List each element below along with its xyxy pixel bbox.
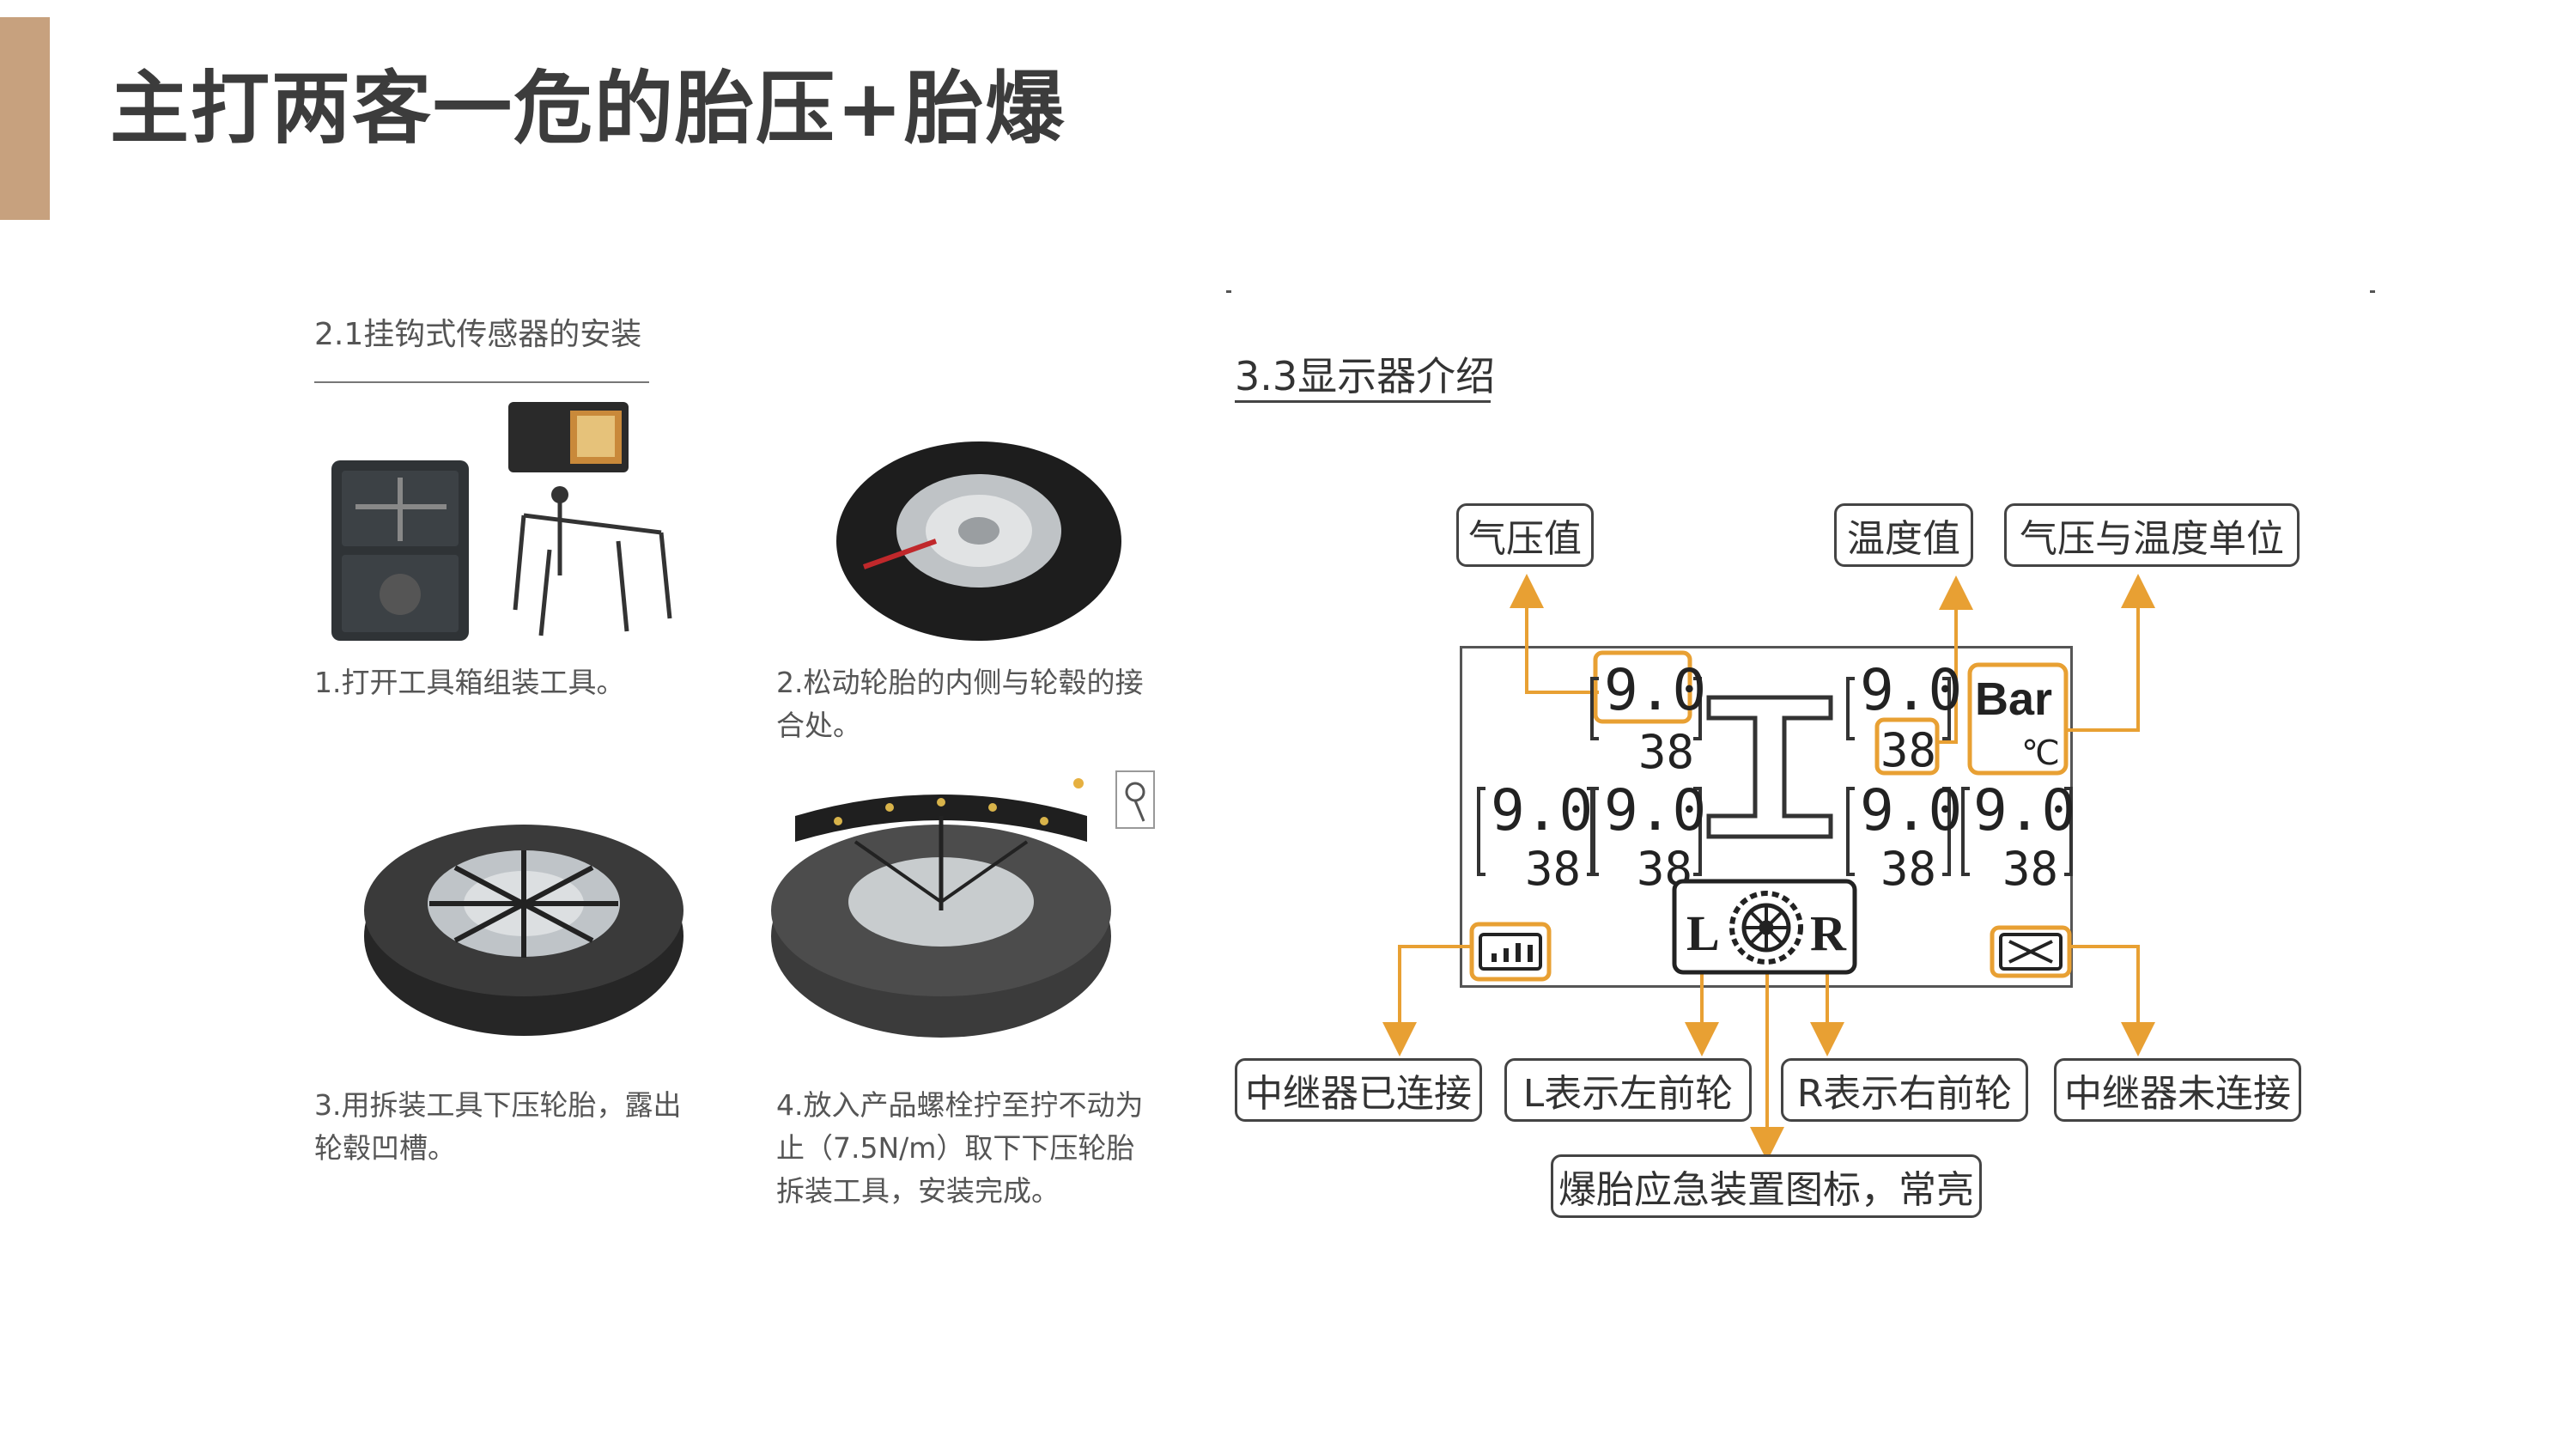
page-title: 主打两客一危的胎压+胎爆: [110, 63, 1066, 155]
relay-disconnected-connector: [2068, 945, 2155, 1056]
accent-bar: [0, 17, 50, 220]
right-letter: R: [1810, 905, 1847, 961]
step3-line: 轮毂凹槽。: [314, 1131, 456, 1165]
relay-disconnected-callout: 中继器未连接: [2054, 1058, 2301, 1122]
step4-line: 4.放入产品螺栓拧至拧不动为: [776, 1088, 1144, 1122]
units-connector: [2066, 574, 2155, 732]
step4-wheel-image: [771, 770, 1155, 1038]
left-letter: L: [1686, 905, 1720, 961]
pressure-connector: [1510, 574, 1599, 694]
step2-caption: 2.松动轮胎的内侧与轮毂的接 合处。: [776, 661, 1144, 747]
step2-line: 2.松动轮胎的内侧与轮毂的接: [776, 666, 1144, 699]
display-section-rule: [1235, 400, 1491, 403]
step1-toolbox-image: [331, 402, 672, 641]
step1-caption: 1.打开工具箱组装工具。: [314, 661, 625, 704]
rear-outer-left-pressure: 9.0: [1491, 777, 1593, 843]
rear-outer-right-pressure: 9.0: [1973, 777, 2075, 843]
blowout-tire-icon: [1729, 891, 1803, 965]
step3-wheel-image: [364, 825, 683, 1036]
pressure-callout: 气压值: [1456, 503, 1594, 567]
relay-connected-callout: 中继器已连接: [1235, 1058, 1482, 1122]
temperature-connector: [1936, 575, 1973, 744]
units-callout: 气压与温度单位: [2004, 503, 2300, 567]
relay-disconnected-highlight: [1990, 925, 2072, 978]
relay-connected-icon: [1479, 933, 1542, 971]
install-section-rule: [314, 381, 649, 383]
blowout-icon-callout: 爆胎应急装置图标，常亮: [1551, 1154, 1982, 1218]
step2-wheel-image: [836, 441, 1121, 641]
pressure-highlight: [1593, 650, 1692, 724]
temperature-highlight: [1874, 717, 1940, 776]
rear-outer-right-temperature: 38: [2002, 842, 2058, 896]
step3-caption: 3.用拆装工具下压轮胎，露出 轮毂凹槽。: [314, 1084, 682, 1170]
front-left-temperature: 38: [1638, 725, 1694, 779]
front-right-pressure: 9.0: [1860, 657, 1962, 723]
pressure-unit: Bar: [1975, 673, 2052, 725]
step2-line: 合处。: [776, 709, 861, 742]
step4-caption: 4.放入产品螺栓拧至拧不动为 止（7.5N/m）取下下压轮胎 拆装工具，安装完成…: [776, 1084, 1144, 1213]
temperature-callout: 温度值: [1834, 503, 1973, 567]
units-highlight: [1967, 662, 2069, 776]
step4-line: 止（7.5N/m）取下下压轮胎: [776, 1131, 1135, 1165]
front-right-temperature: 38: [1880, 723, 1936, 777]
step4-line: 拆装工具，安装完成。: [776, 1174, 1060, 1208]
rear-inner-right-temperature: 38: [1880, 842, 1936, 896]
rear-outer-left-temperature: 38: [1525, 842, 1581, 896]
step3-line: 3.用拆装工具下压轮胎，露出: [314, 1088, 682, 1122]
rear-inner-right-pressure: 9.0: [1860, 777, 1962, 843]
relay-connected-highlight: [1469, 922, 1552, 982]
axle-graphic: [1706, 695, 1833, 839]
right-front-callout: R表示右前轮: [1781, 1058, 2028, 1122]
install-section-title: 2.1挂钩式传感器的安装: [314, 317, 642, 352]
decorative-dot: [2370, 290, 2375, 293]
display-section-title: 3.3显示器介绍: [1235, 353, 1496, 399]
relay-connected-connector: [1382, 945, 1470, 1056]
relay-disconnected-icon: [1999, 933, 2063, 971]
front-left-pressure: 9.0: [1604, 657, 1706, 723]
rear-inner-left-pressure: 9.0: [1604, 777, 1706, 843]
tire-brackets: [1477, 677, 2073, 876]
step1-line: 1.打开工具箱组装工具。: [314, 666, 625, 699]
temperature-unit: ℃: [2021, 734, 2060, 772]
left-front-callout: L表示左前轮: [1504, 1058, 1752, 1122]
decorative-dot: [1226, 290, 1231, 293]
